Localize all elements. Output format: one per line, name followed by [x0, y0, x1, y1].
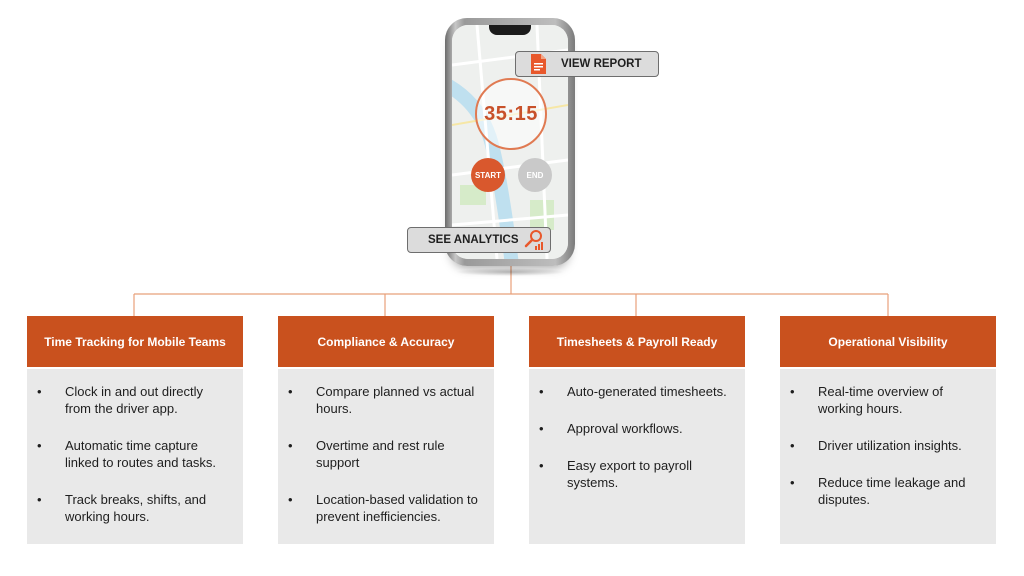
card-title: Timesheets & Payroll Ready [529, 316, 745, 367]
phone-mockup: 35:15 START END [445, 18, 575, 276]
card-body: Real-time overview of working hours. Dri… [780, 369, 996, 544]
phone-screen: 35:15 START END [452, 25, 568, 259]
bullet-list: Clock in and out directly from the drive… [37, 383, 231, 525]
bullet-item: Reduce time leakage and disputes. [790, 474, 984, 508]
bullet-item: Clock in and out directly from the drive… [37, 383, 231, 417]
bullet-item: Compare planned vs actual hours. [288, 383, 482, 417]
bullet-list: Compare planned vs actual hours. Overtim… [288, 383, 482, 525]
card-body: Auto-generated timesheets. Approval work… [529, 369, 745, 544]
bullet-list: Real-time overview of working hours. Dri… [790, 383, 984, 508]
see-analytics-label: SEE ANALYTICS [428, 234, 519, 246]
bullet-list: Auto-generated timesheets. Approval work… [539, 383, 733, 491]
card-compliance: Compliance & Accuracy Compare planned vs… [278, 316, 494, 544]
bullet-item: Approval workflows. [539, 420, 733, 437]
timer-text: 35:15 [484, 102, 538, 125]
card-body: Clock in and out directly from the drive… [27, 369, 243, 544]
timer-display: 35:15 [475, 78, 547, 150]
bullet-item: Location-based validation to prevent ine… [288, 491, 482, 525]
bullet-item: Track breaks, shifts, and working hours. [37, 491, 231, 525]
bullet-item: Auto-generated timesheets. [539, 383, 733, 400]
bullet-item: Overtime and rest rule support [288, 437, 482, 471]
start-button[interactable]: START [471, 158, 505, 192]
bullet-item: Automatic time capture linked to routes … [37, 437, 231, 471]
document-icon [531, 54, 546, 74]
card-operational-visibility: Operational Visibility Real-time overvie… [780, 316, 996, 544]
bullet-item: Easy export to payroll systems. [539, 457, 733, 491]
magnifier-chart-icon [524, 230, 543, 250]
card-title: Operational Visibility [780, 316, 996, 367]
see-analytics-button[interactable]: SEE ANALYTICS [407, 227, 551, 253]
phone-notch [489, 25, 531, 35]
card-title: Time Tracking for Mobile Teams [27, 316, 243, 367]
card-title: Compliance & Accuracy [278, 316, 494, 367]
bullet-item: Real-time overview of working hours. [790, 383, 984, 417]
card-time-tracking: Time Tracking for Mobile Teams Clock in … [27, 316, 243, 544]
card-body: Compare planned vs actual hours. Overtim… [278, 369, 494, 544]
view-report-button[interactable]: VIEW REPORT [515, 51, 659, 77]
card-timesheets: Timesheets & Payroll Ready Auto-generate… [529, 316, 745, 544]
view-report-label: VIEW REPORT [561, 58, 642, 70]
bullet-item: Driver utilization insights. [790, 437, 984, 454]
end-button[interactable]: END [518, 158, 552, 192]
